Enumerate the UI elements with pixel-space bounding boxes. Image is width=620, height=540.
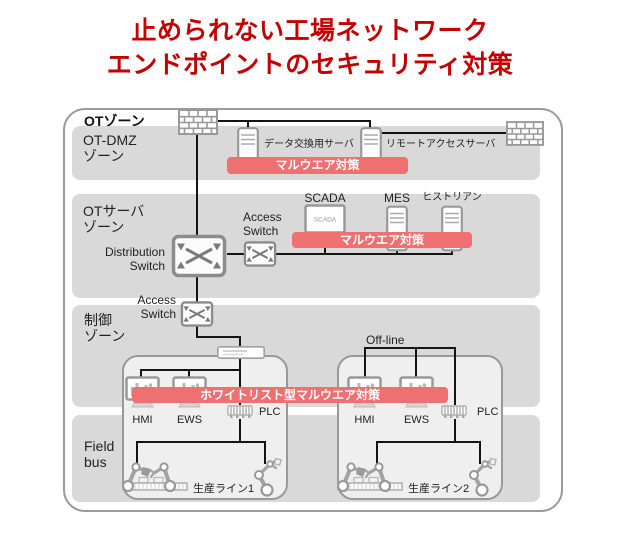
robot-conveyor-icon: [121, 456, 191, 503]
connector-robot1a-drop: [136, 441, 138, 467]
connector-hmi1-drop: [140, 369, 142, 378]
zone-label-ot-server-line2: ゾーン: [83, 219, 125, 235]
server-icon: [386, 205, 408, 257]
zone-label-ot-dmz: OT-DMZ ゾーン: [83, 132, 137, 164]
hub-device-icon: [217, 346, 266, 364]
connector-offline-bracket: [364, 347, 456, 349]
ot-zone-label: OTゾーン: [84, 113, 145, 129]
firewall-icon: [506, 121, 544, 151]
connector-plc1-down: [239, 419, 241, 443]
connector-jog-horizontal: [196, 336, 241, 338]
access-switch-label-line2: Switch: [243, 224, 279, 238]
malware-banner-ot-server: マルウエア対策: [292, 232, 472, 248]
connector-ews2-drop: [415, 347, 417, 378]
production-line2-label: 生産ライン2: [408, 483, 470, 495]
access-switch-label-ot-server: Access Switch: [243, 210, 282, 238]
connector-hmi2-drop: [364, 347, 366, 378]
server-icon: [441, 205, 463, 257]
connector-fieldbus1-branch: [136, 441, 266, 443]
zone-label-field-bus: Field bus: [84, 438, 114, 470]
connector-scada-riser: [324, 244, 326, 255]
connector-jog-down: [239, 336, 241, 348]
distribution-switch-label-line1: Distribution: [104, 245, 165, 259]
offline-label: Off-line: [366, 333, 405, 347]
scada-screen-text: SCADA: [314, 217, 337, 224]
connector-ews1-drop: [188, 369, 190, 378]
connector-server-zone-bus: [276, 253, 453, 255]
robot-conveyor-icon: [336, 456, 406, 503]
malware-banner-dmz: マルウエア対策: [227, 157, 408, 174]
connector-server2-drop: [369, 120, 371, 130]
plc-label: PLC: [477, 406, 499, 418]
page-title-line1: 止められない工場ネットワーク: [131, 17, 489, 45]
zone-label-field-line2: bus: [84, 454, 107, 470]
zone-label-control-line2: ゾーン: [84, 328, 126, 344]
zone-label-ot-server: OTサーバ ゾーン: [83, 203, 144, 235]
plc-icon: [440, 404, 468, 425]
connector-fieldbus2-branch: [376, 441, 481, 443]
connector-main-vertical-2: [196, 276, 198, 303]
access-switch-icon: [243, 241, 277, 272]
access-switch-label-line1: Access: [137, 293, 176, 307]
distribution-switch-label: Distribution Switch: [85, 245, 165, 273]
connector-group1-branch: [140, 369, 241, 371]
historian-label: ヒストリアン: [422, 192, 482, 203]
zone-label-ot-dmz-line2: ゾーン: [83, 148, 125, 164]
connector-robot2b-drop: [479, 441, 481, 464]
connector-plc2-down: [454, 419, 456, 443]
firewall-icon: [178, 109, 218, 140]
zone-label-ot-server-line1: OTサーバ: [83, 203, 145, 219]
hmi-label: HMI: [354, 414, 375, 426]
access-switch-label-control: Access Switch: [96, 293, 176, 321]
access-switch-label-line2: Switch: [140, 307, 176, 321]
connector-server1-drop: [247, 120, 249, 130]
connector-group2-trunk: [454, 347, 456, 405]
connector-main-vertical-1: [196, 134, 198, 236]
access-switch-label-line1: Access: [243, 210, 282, 224]
connector-dist-access: [227, 253, 245, 255]
connector-access2-down: [196, 324, 198, 338]
hmi-label: HMI: [132, 414, 153, 426]
connector-robot2a-drop: [376, 441, 378, 467]
connector-group1-trunk: [239, 358, 241, 405]
zone-label-ot-dmz-line1: OT-DMZ: [83, 132, 137, 148]
page-title: 止められない工場ネットワーク エンドポイントのセキュリティ対策: [0, 14, 620, 82]
access-switch-icon: [180, 301, 214, 332]
scada-label: SCADA: [304, 191, 346, 205]
connector-robot1b-drop: [264, 441, 266, 464]
mes-label: MES: [383, 191, 410, 205]
plc-label: PLC: [259, 406, 281, 418]
server1-label: データ交換用サーバ: [264, 139, 354, 150]
distribution-switch-icon: [171, 234, 227, 283]
plc-icon: [226, 404, 254, 425]
server2-label: リモートアクセスサーバ: [386, 139, 496, 150]
zone-label-control: 制御 ゾーン: [84, 312, 125, 344]
whitelist-malware-banner: ホワイトリスト型マルウエア対策: [132, 387, 448, 403]
page-title-line2: エンドポイントのセキュリティ対策: [106, 51, 514, 79]
distribution-switch-label-line2: Switch: [129, 259, 165, 273]
ews-label: EWS: [403, 414, 430, 426]
ews-label: EWS: [176, 414, 203, 426]
robot-arm-icon: [247, 455, 285, 502]
robot-arm-icon: [462, 455, 500, 502]
zone-label-field-line1: Field: [84, 438, 115, 454]
zone-label-control-line1: 制御: [84, 312, 112, 328]
connector-top-bus: [218, 120, 371, 122]
production-line1-label: 生産ライン1: [193, 483, 255, 495]
connector-server2-firewall: [382, 132, 506, 134]
